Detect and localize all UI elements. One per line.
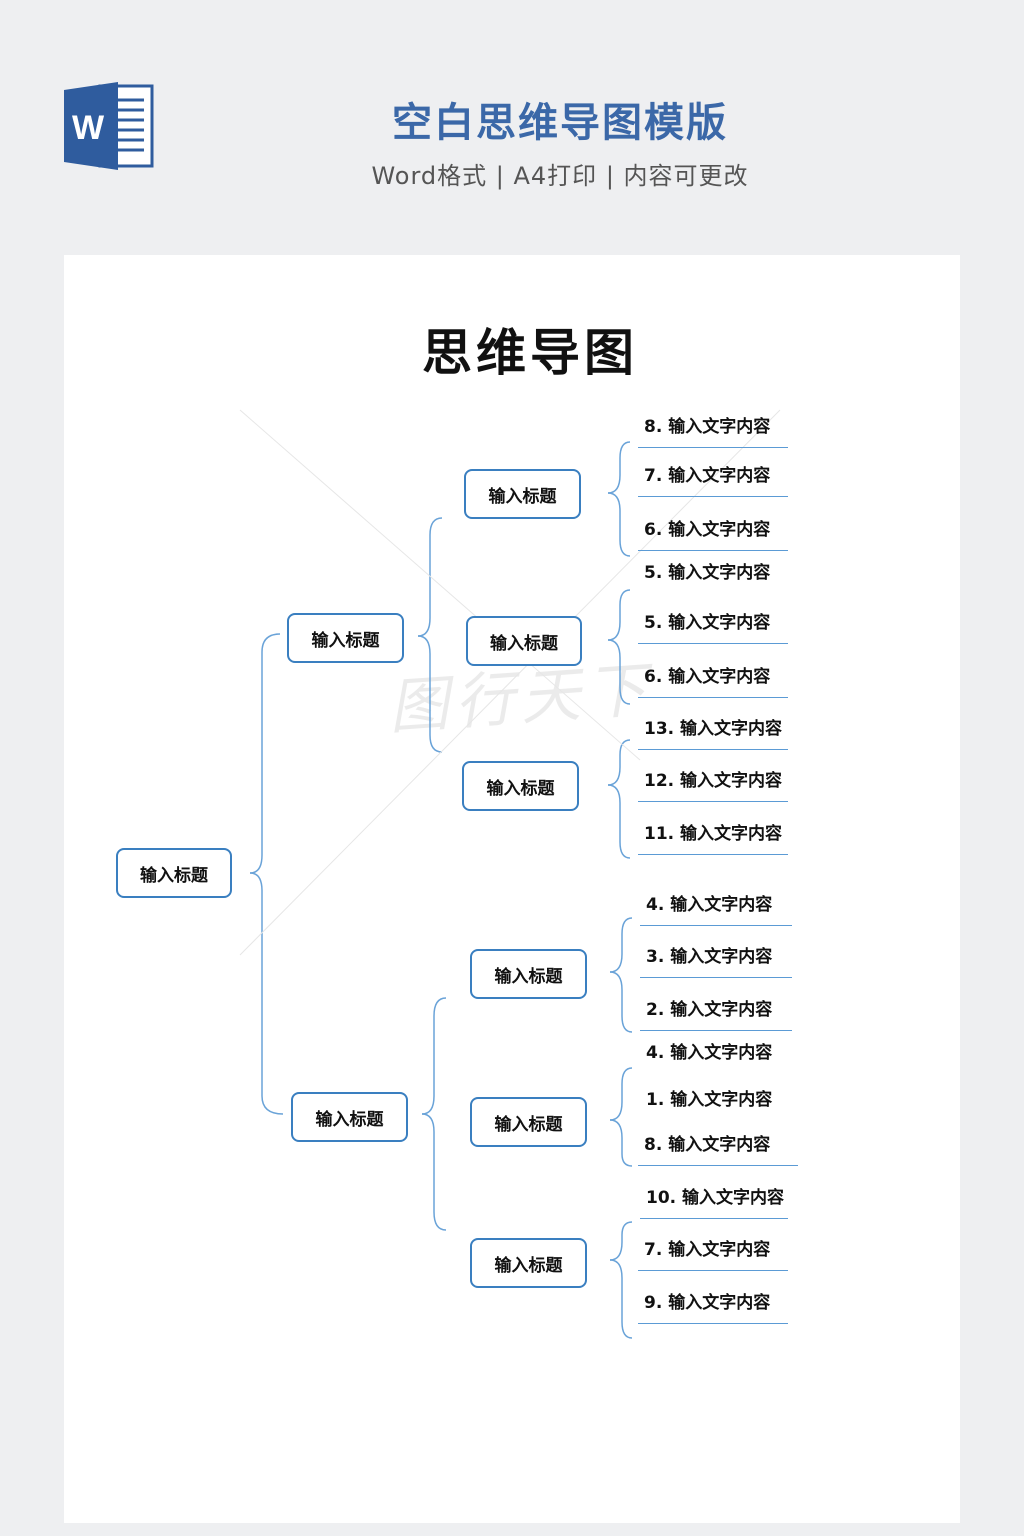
mindmap-sub-2-3[interactable]: 输入标题 [470,1238,587,1288]
word-icon-letter: W [72,109,105,147]
mindmap-branch-1[interactable]: 输入标题 [287,613,404,663]
mindmap-sub-2-2[interactable]: 输入标题 [470,1097,587,1147]
leaf-text[interactable]: 8. 输入文字内容 [638,412,788,448]
leaf-text[interactable]: 5. 输入文字内容 [638,608,788,644]
leaf-text[interactable]: 9. 输入文字内容 [638,1288,788,1324]
leaf-text[interactable]: 4. 输入文字内容 [646,1043,773,1063]
page-title: 空白思维导图模版 [392,100,728,146]
leaf-text[interactable]: 3. 输入文字内容 [640,942,792,978]
document-title: 思维导图 [422,324,638,382]
leaf-text[interactable]: 7. 输入文字内容 [638,1235,788,1271]
header: W 空白思维导图模版 Word格式 | A4打印 | 内容可更改 [0,0,1024,255]
leaf-text[interactable]: 2. 输入文字内容 [640,995,792,1031]
mindmap-sub-1-3[interactable]: 输入标题 [462,761,579,811]
leaf-text[interactable]: 12. 输入文字内容 [638,766,788,802]
leaf-text[interactable]: 4. 输入文字内容 [640,890,792,926]
mindmap-root[interactable]: 输入标题 [116,848,232,898]
mindmap-sub-2-1[interactable]: 输入标题 [470,949,587,999]
leaf-text[interactable]: 5. 输入文字内容 [644,563,771,583]
leaf-text[interactable]: 1. 输入文字内容 [646,1090,773,1110]
page-subtitle: Word格式 | A4打印 | 内容可更改 [371,162,749,190]
leaf-text[interactable]: 7. 输入文字内容 [638,461,788,497]
leaf-text[interactable]: 6. 输入文字内容 [638,662,788,698]
word-doc-icon: W [64,82,154,170]
leaf-text[interactable]: 10. 输入文字内容 [640,1183,788,1219]
leaf-text[interactable]: 11. 输入文字内容 [638,819,788,855]
leaf-text[interactable]: 8. 输入文字内容 [638,1130,798,1166]
leaf-text[interactable]: 6. 输入文字内容 [638,515,788,551]
leaf-text[interactable]: 13. 输入文字内容 [638,714,788,750]
mindmap-sub-1-2[interactable]: 输入标题 [466,616,582,666]
mindmap-branch-2[interactable]: 输入标题 [291,1092,408,1142]
mindmap-sub-1-1[interactable]: 输入标题 [464,469,581,519]
